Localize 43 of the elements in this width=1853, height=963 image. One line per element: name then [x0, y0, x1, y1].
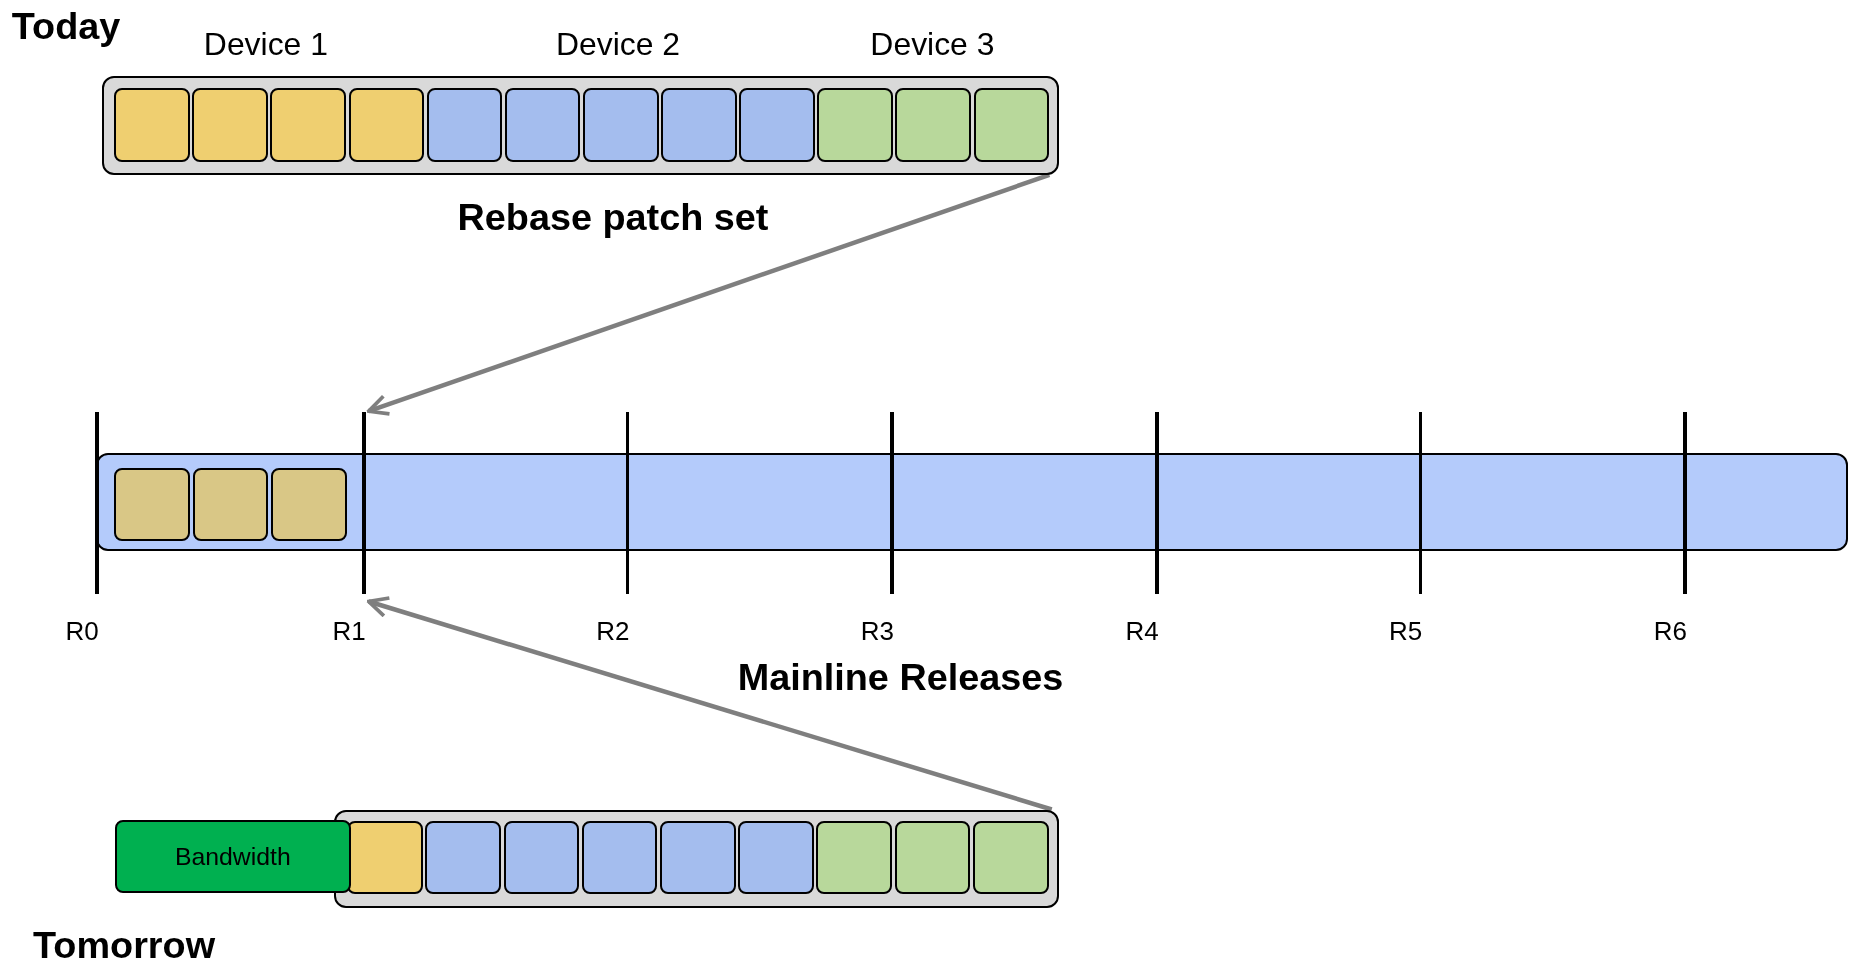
patch-block — [895, 88, 971, 162]
release-label: R1 — [332, 615, 366, 647]
patch-block — [973, 88, 1050, 162]
patch-block — [114, 467, 190, 541]
release-label: R5 — [1389, 615, 1423, 647]
patch-block — [660, 820, 736, 895]
patch-block — [504, 88, 581, 162]
box-label: Bandwidth — [174, 842, 291, 871]
release-label: R0 — [65, 615, 99, 647]
patch-block — [816, 820, 893, 895]
release-label: R3 — [860, 615, 895, 647]
patch-block — [270, 88, 347, 162]
release-label: R2 — [596, 615, 630, 647]
patch-set-container — [334, 809, 1059, 908]
device-label: Device 2 — [556, 26, 681, 63]
device-label: Device 3 — [870, 26, 995, 63]
release-label: R4 — [1125, 615, 1159, 647]
patch-block — [503, 820, 580, 895]
patch-block — [192, 467, 269, 541]
patch-block — [582, 88, 659, 162]
patch-block — [270, 467, 347, 541]
patch-block — [426, 88, 503, 162]
patch-block — [114, 88, 190, 162]
bandwidth-box — [114, 820, 351, 894]
patch-block — [348, 88, 425, 162]
section-heading: Rebase patch set — [457, 195, 769, 239]
patch-block — [581, 820, 658, 895]
patch-block — [738, 820, 814, 895]
patch-block — [661, 88, 737, 162]
patch-block — [739, 88, 815, 162]
device-label: Device 1 — [203, 26, 328, 63]
section-title: Today — [11, 4, 121, 48]
axis-title: Mainline Releases — [737, 655, 1064, 699]
patch-block — [192, 88, 268, 162]
patch-block — [347, 820, 423, 895]
patch-block — [425, 820, 501, 895]
patch-block — [894, 820, 971, 895]
section-title: Tomorrow — [33, 924, 216, 963]
patch-block — [817, 88, 893, 162]
arrow — [366, 596, 1053, 812]
arrow — [366, 172, 1051, 416]
release-label: R6 — [1653, 615, 1688, 647]
patch-block — [972, 820, 1049, 895]
